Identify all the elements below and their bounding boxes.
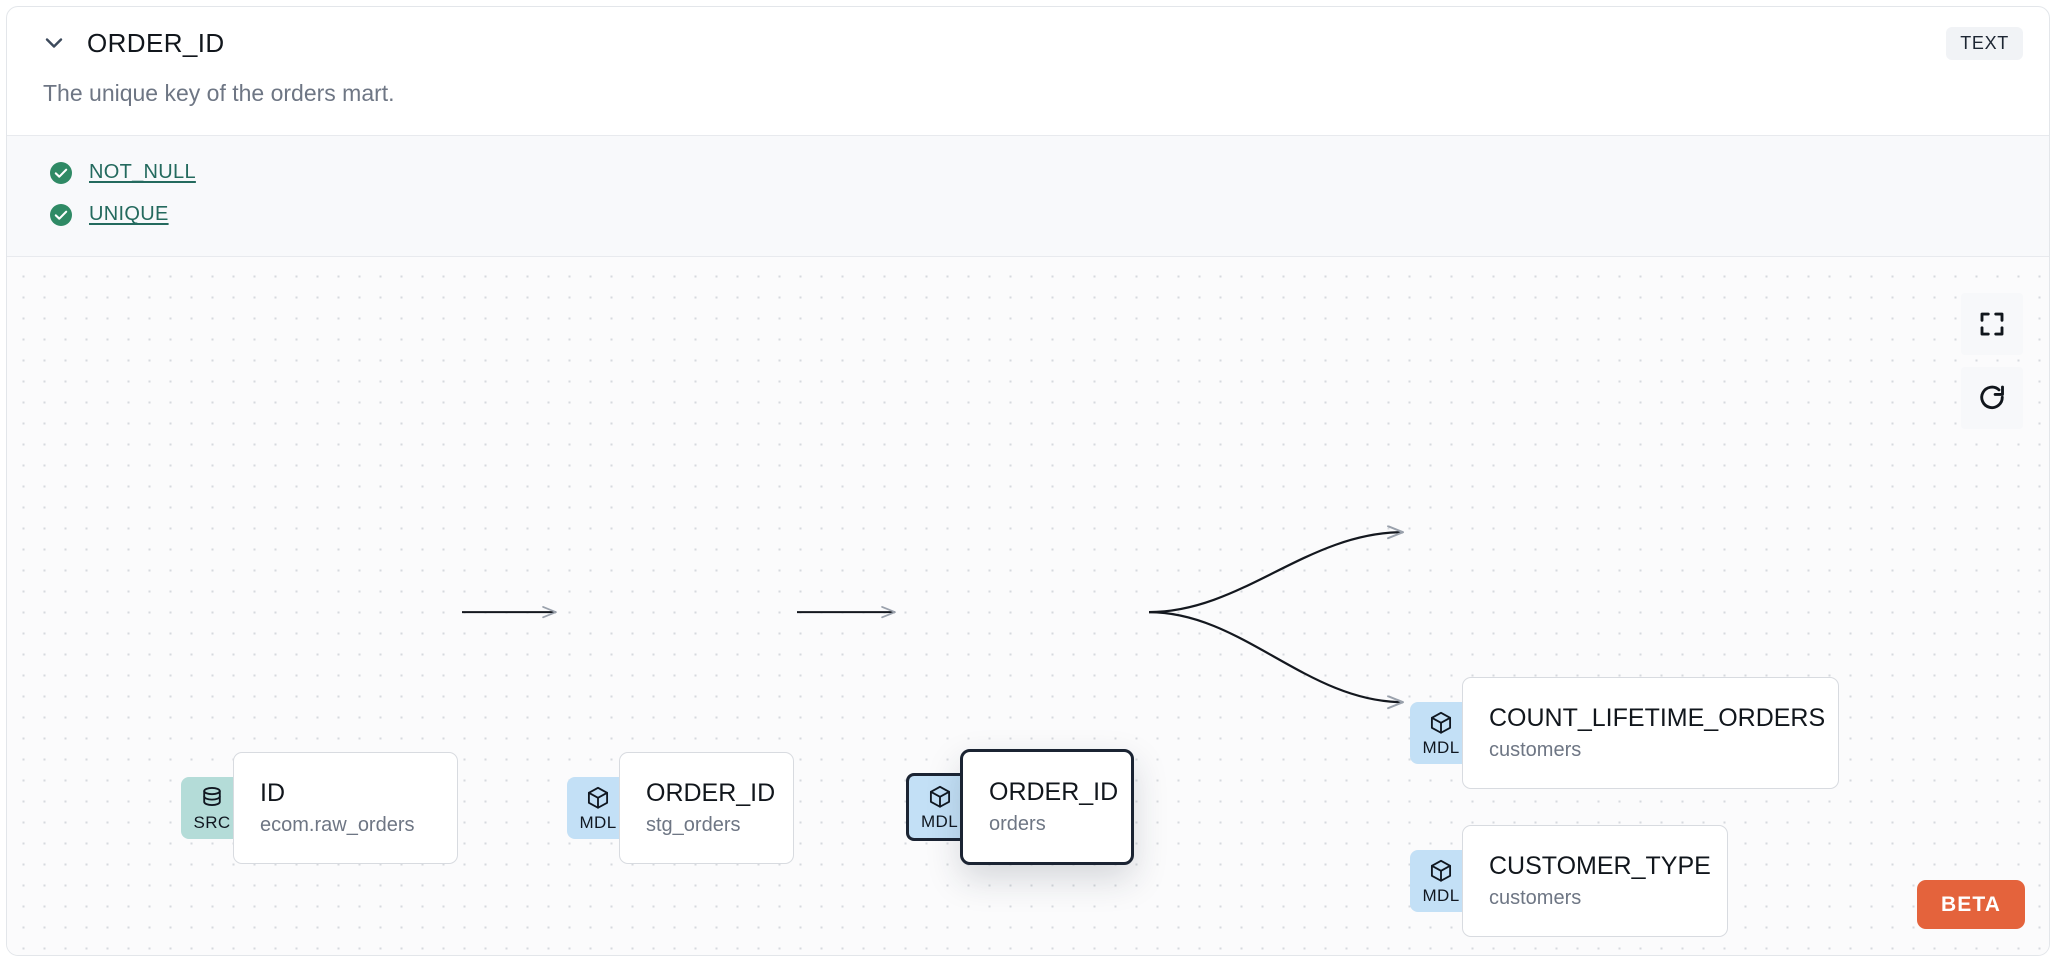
node-badge-mdl: MDL [1410, 701, 1472, 764]
check-circle-icon [50, 161, 72, 184]
expand-icon [1980, 312, 2004, 336]
node-body[interactable]: COUNT_LIFETIME_ORDERS customers [1462, 676, 1839, 789]
node-table-name: ecom.raw_orders [260, 813, 415, 836]
column-card: ORDER_ID TEXT The unique key of the orde… [6, 6, 2050, 956]
edge-orders-to-customer-type [1148, 610, 1403, 702]
beta-badge[interactable]: BETA [1916, 880, 2025, 929]
lineage-node-customer-type[interactable]: MDL CUSTOMER_TYPE customers [1410, 824, 1728, 937]
database-icon [203, 786, 221, 806]
card-header: ORDER_ID TEXT [7, 7, 2049, 79]
test-row[interactable]: UNIQUE [7, 194, 2049, 236]
node-body[interactable]: ORDER_ID orders [960, 748, 1134, 865]
node-badge-label: MDL [1422, 885, 1460, 905]
test-link-not-null[interactable]: NOT_NULL [89, 161, 196, 184]
node-badge-mdl: MDL [567, 776, 629, 839]
cube-icon [587, 786, 609, 809]
edge-orders-to-count-lifetime-orders [1148, 532, 1403, 614]
node-badge-label: MDL [920, 811, 959, 831]
node-column-name: ORDER_ID [646, 779, 776, 808]
check-circle-icon [50, 203, 72, 226]
node-column-name: ORDER_ID [989, 778, 1119, 807]
lineage-node-count-lifetime-orders[interactable]: MDL COUNT_LIFETIME_ORDERS customers [1410, 676, 1839, 789]
test-row[interactable]: NOT_NULL [7, 152, 2049, 194]
tests-section: NOT_NULL UNIQUE [7, 134, 2049, 257]
cube-icon [1430, 711, 1452, 734]
lineage-canvas[interactable]: SRC ID ecom.raw_orders MDL [7, 256, 2049, 955]
chevron-down-icon[interactable] [37, 26, 71, 60]
node-column-name: ID [260, 779, 285, 808]
fit-view-button[interactable] [1961, 292, 2023, 355]
node-body[interactable]: ID ecom.raw_orders [233, 751, 458, 864]
node-badge-label: SRC [193, 812, 231, 832]
lineage-node-stg-orders[interactable]: MDL ORDER_ID stg_orders [567, 751, 794, 864]
data-type-badge: TEXT [1946, 26, 2023, 60]
node-badge-label: MDL [579, 812, 617, 832]
node-column-name: COUNT_LIFETIME_ORDERS [1489, 704, 1826, 733]
node-badge-mdl: MDL [1410, 849, 1472, 912]
refresh-button[interactable] [1961, 366, 2023, 429]
refresh-icon [1980, 385, 2004, 409]
column-description: The unique key of the orders mart. [43, 80, 395, 106]
test-link-unique[interactable]: UNIQUE [89, 203, 169, 226]
node-column-name: CUSTOMER_TYPE [1489, 852, 1711, 881]
node-table-name: orders [989, 812, 1046, 835]
node-table-name: customers [1489, 738, 1582, 761]
node-body[interactable]: CUSTOMER_TYPE customers [1462, 824, 1728, 937]
cube-icon [1430, 859, 1452, 882]
canvas-controls [1961, 292, 2023, 429]
node-badge-label: MDL [1422, 737, 1460, 757]
node-badge-mdl: MDL [906, 772, 970, 841]
node-badge-src: SRC [181, 776, 243, 839]
node-body[interactable]: ORDER_ID stg_orders [619, 751, 794, 864]
lineage-node-orders-selected[interactable]: MDL ORDER_ID orders [906, 748, 1134, 865]
lineage-node-src-id[interactable]: SRC ID ecom.raw_orders [181, 751, 458, 864]
page-title: ORDER_ID [87, 27, 225, 58]
cube-icon [929, 785, 950, 808]
node-table-name: stg_orders [646, 813, 741, 836]
node-table-name: customers [1489, 886, 1582, 909]
